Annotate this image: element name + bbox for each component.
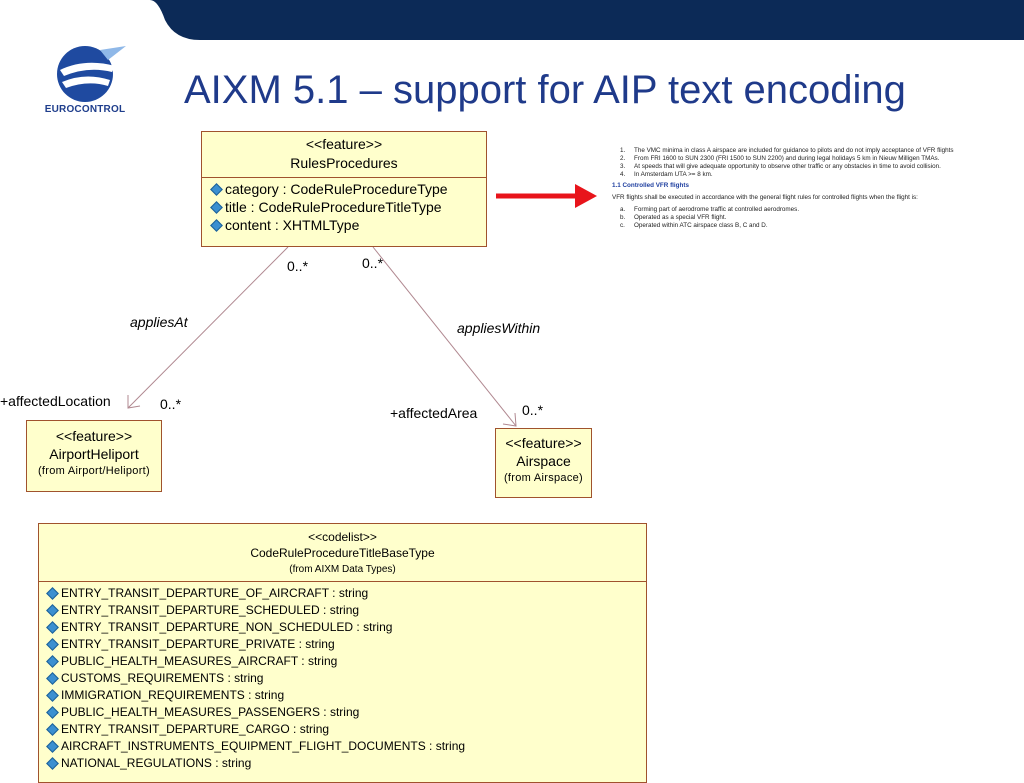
multiplicity-left-top: 0..*: [287, 258, 309, 274]
aip-note: 3.At speeds that will give adequate oppo…: [620, 163, 941, 170]
attribute-icon: [210, 200, 223, 214]
codelist-value-row: PUBLIC_HEALTH_MEASURES_PASSENGERS : stri…: [46, 704, 646, 721]
logo-text: EUROCONTROL: [44, 104, 126, 115]
applies-at-label: appliesAt: [130, 314, 188, 330]
multiplicity-right-bottom: 0..*: [522, 402, 544, 418]
aip-text-excerpt: 1.The VMC minima in class A airspace are…: [612, 147, 1022, 230]
codelist-value: ENTRY_TRANSIT_DEPARTURE_PRIVATE : string: [61, 637, 335, 651]
attribute-icon: [46, 706, 59, 719]
multiplicity-left-bottom: 0..*: [160, 396, 182, 412]
codelist-value: AIRCRAFT_INSTRUMENTS_EQUIPMENT_FLIGHT_DO…: [61, 739, 466, 753]
codelist-value: ENTRY_TRANSIT_DEPARTURE_NON_SCHEDULED : …: [61, 620, 393, 634]
codelist-value-row: CUSTOMS_REQUIREMENTS : string: [46, 670, 646, 687]
codelist-value-row: PUBLIC_HEALTH_MEASURES_AIRCRAFT : string: [46, 653, 646, 670]
attribute-icon: [46, 587, 59, 600]
codelist-name: CodeRuleProcedureTitleBaseType: [250, 546, 435, 560]
rules-procedures-header: <<feature>> RulesProcedures: [202, 132, 486, 178]
codelist-value-row: ENTRY_TRANSIT_DEPARTURE_OF_AIRCRAFT : st…: [46, 585, 646, 602]
codelist-value-row: ENTRY_TRANSIT_DEPARTURE_PRIVATE : string: [46, 636, 646, 653]
rules-procedures-name: RulesProcedures: [290, 155, 398, 171]
airspace-stereotype: <<feature>>: [505, 435, 582, 451]
applies-at-arrowhead: [127, 395, 141, 409]
attribute-label: content : XHTMLType: [225, 217, 360, 233]
aip-section-heading: 1.1 Controlled VFR flights: [612, 182, 689, 189]
codelist-value-row: ENTRY_TRANSIT_DEPARTURE_SCHEDULED : stri…: [46, 602, 646, 619]
codelist-value-row: ENTRY_TRANSIT_DEPARTURE_NON_SCHEDULED : …: [46, 619, 646, 636]
aip-list-item: b.Operated as a special VFR flight.: [620, 214, 727, 221]
codelist-value: ENTRY_TRANSIT_DEPARTURE_OF_AIRCRAFT : st…: [61, 586, 369, 600]
applies-within-label: appliesWithin: [457, 320, 541, 336]
aip-note: 2.From FRI 1600 to SUN 2300 (FRI 1500 to…: [620, 155, 940, 162]
rules-procedures-class: <<feature>> RulesProcedures category : C…: [201, 131, 487, 247]
codelist-value-row: ENTRY_TRANSIT_DEPARTURE_CARGO : string: [46, 721, 646, 738]
red-arrow-head: [575, 184, 597, 208]
attribute-row: category : CodeRuleProcedureType: [210, 180, 486, 198]
codelist-value: IMMIGRATION_REQUIREMENTS : string: [61, 688, 285, 702]
codelist-value: ENTRY_TRANSIT_DEPARTURE_CARGO : string: [61, 722, 330, 736]
codelist-value: PUBLIC_HEALTH_MEASURES_AIRCRAFT : string: [61, 654, 338, 668]
airspace-class: <<feature>> Airspace (from Airspace): [495, 428, 592, 498]
attribute-icon: [46, 638, 59, 651]
attribute-icon: [210, 182, 223, 196]
airport-heliport-class: <<feature>> AirportHeliport (from Airpor…: [26, 420, 162, 492]
codelist-value: CUSTOMS_REQUIREMENTS : string: [61, 671, 264, 685]
attribute-icon: [46, 723, 59, 736]
attribute-icon: [46, 604, 59, 617]
airspace-source: (from Airspace): [503, 472, 584, 484]
attribute-icon: [46, 621, 59, 634]
airport-heliport-stereotype: <<feature>>: [55, 428, 133, 444]
affected-area-role: +affectedArea: [390, 405, 478, 421]
codelist-value-row: IMMIGRATION_REQUIREMENTS : string: [46, 687, 646, 704]
airport-heliport-source: (from Airport/Heliport): [37, 465, 151, 477]
attribute-icon: [46, 672, 59, 685]
codelist-value-row: NATIONAL_REGULATIONS : string: [46, 755, 646, 772]
applies-within-arrowhead: [502, 412, 517, 427]
attribute-icon: [210, 218, 223, 232]
attribute-row: title : CodeRuleProcedureTitleType: [210, 198, 486, 216]
aip-note: 4.In Amsterdam UTA >= 8 km.: [620, 171, 713, 178]
codelist-source: (from AIXM Data Types): [289, 564, 396, 575]
rules-procedures-attributes: category : CodeRuleProcedureType title :…: [202, 178, 486, 234]
attribute-icon: [46, 740, 59, 753]
attribute-label: category : CodeRuleProcedureType: [225, 181, 448, 197]
codelist-class: <<codelist>> CodeRuleProcedureTitleBaseT…: [38, 523, 647, 783]
affected-location-role: +affectedLocation: [0, 393, 111, 409]
aip-note: 1.The VMC minima in class A airspace are…: [620, 147, 954, 154]
codelist-value: NATIONAL_REGULATIONS : string: [61, 756, 252, 770]
codelist-stereotype: <<codelist>>: [308, 530, 377, 544]
attribute-icon: [46, 689, 59, 702]
codelist-value: ENTRY_TRANSIT_DEPARTURE_SCHEDULED : stri…: [61, 603, 360, 617]
aip-list-item: a.Forming part of aerodrome traffic at c…: [620, 206, 800, 213]
rules-procedures-stereotype: <<feature>>: [305, 136, 383, 152]
codelist-header: <<codelist>> CodeRuleProcedureTitleBaseT…: [39, 524, 646, 582]
attribute-label: title : CodeRuleProcedureTitleType: [225, 199, 442, 215]
airspace-name: Airspace: [516, 453, 571, 469]
attribute-row: content : XHTMLType: [210, 216, 486, 234]
logo-emblem-icon: [57, 46, 126, 102]
codelist-value: PUBLIC_HEALTH_MEASURES_PASSENGERS : stri…: [61, 705, 360, 719]
applies-within-line: [372, 246, 517, 427]
multiplicity-right-top: 0..*: [362, 255, 384, 271]
codelist-value-row: AIRCRAFT_INSTRUMENTS_EQUIPMENT_FLIGHT_DO…: [46, 738, 646, 755]
attribute-icon: [46, 655, 59, 668]
airport-heliport-name: AirportHeliport: [49, 446, 139, 462]
eurocontrol-logo: EUROCONTROL: [30, 36, 140, 126]
aip-paragraph: VFR flights shall be executed in accorda…: [612, 194, 918, 201]
codelist-values: ENTRY_TRANSIT_DEPARTURE_OF_AIRCRAFT : st…: [39, 582, 646, 772]
applies-at-line: [127, 246, 289, 409]
page-title: AIXM 5.1 – support for AIP text encoding: [184, 68, 906, 112]
aip-list-item: c.Operated within ATC airspace class B, …: [620, 222, 768, 229]
header-bar: [150, 0, 1024, 40]
